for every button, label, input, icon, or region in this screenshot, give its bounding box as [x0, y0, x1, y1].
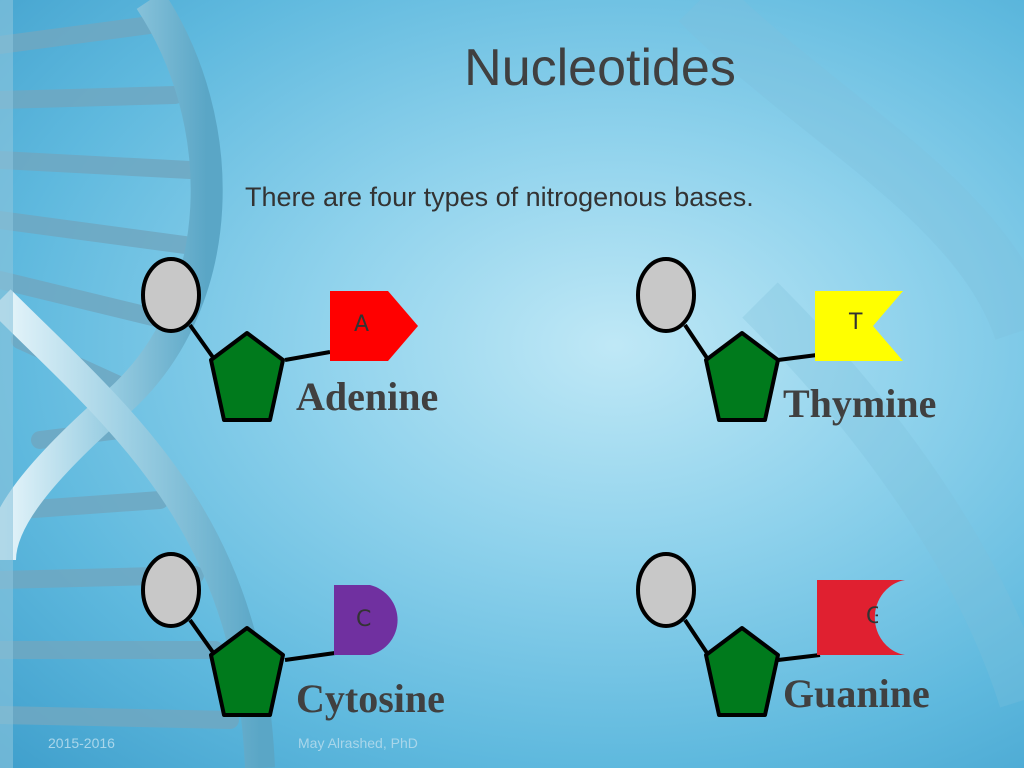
thymine-base-shape: [815, 291, 903, 361]
guanine-letter: G: [866, 604, 878, 629]
thymine-letter: T: [849, 310, 863, 335]
sugar-base-bond: [777, 353, 818, 362]
sugar-pentagon: [209, 331, 285, 422]
sugar-pentagon: [704, 626, 780, 717]
sugar-base-bond: [284, 350, 331, 362]
cytosine-label: Cytosine: [296, 676, 445, 721]
sugar-pentagon: [209, 626, 285, 717]
footer-author: May Alrashed, PhD: [298, 735, 418, 751]
slide-subtitle: There are four types of nitrogenous base…: [245, 182, 754, 212]
sugar-base-bond: [284, 651, 336, 662]
phosphate-circle: [636, 552, 696, 628]
footer-date: 2015-2016: [48, 735, 115, 751]
sugar-pentagon: [704, 331, 780, 422]
adenine-letter: A: [354, 312, 370, 337]
sugar-base-bond: [777, 653, 821, 662]
slide-title: Nucleotides: [464, 39, 736, 97]
phosphate-circle: [636, 257, 696, 333]
thymine-label: Thymine: [783, 381, 937, 426]
cytosine-letter: C: [356, 607, 372, 632]
phosphate-circle: [141, 257, 201, 333]
phosphate-circle: [141, 552, 201, 628]
cytosine-base-shape: [334, 585, 398, 655]
guanine-label: Guanine: [783, 671, 930, 716]
guanine-base-shape: [817, 580, 905, 655]
adenine-base-shape: [330, 291, 418, 361]
adenine-label: Adenine: [296, 374, 439, 419]
